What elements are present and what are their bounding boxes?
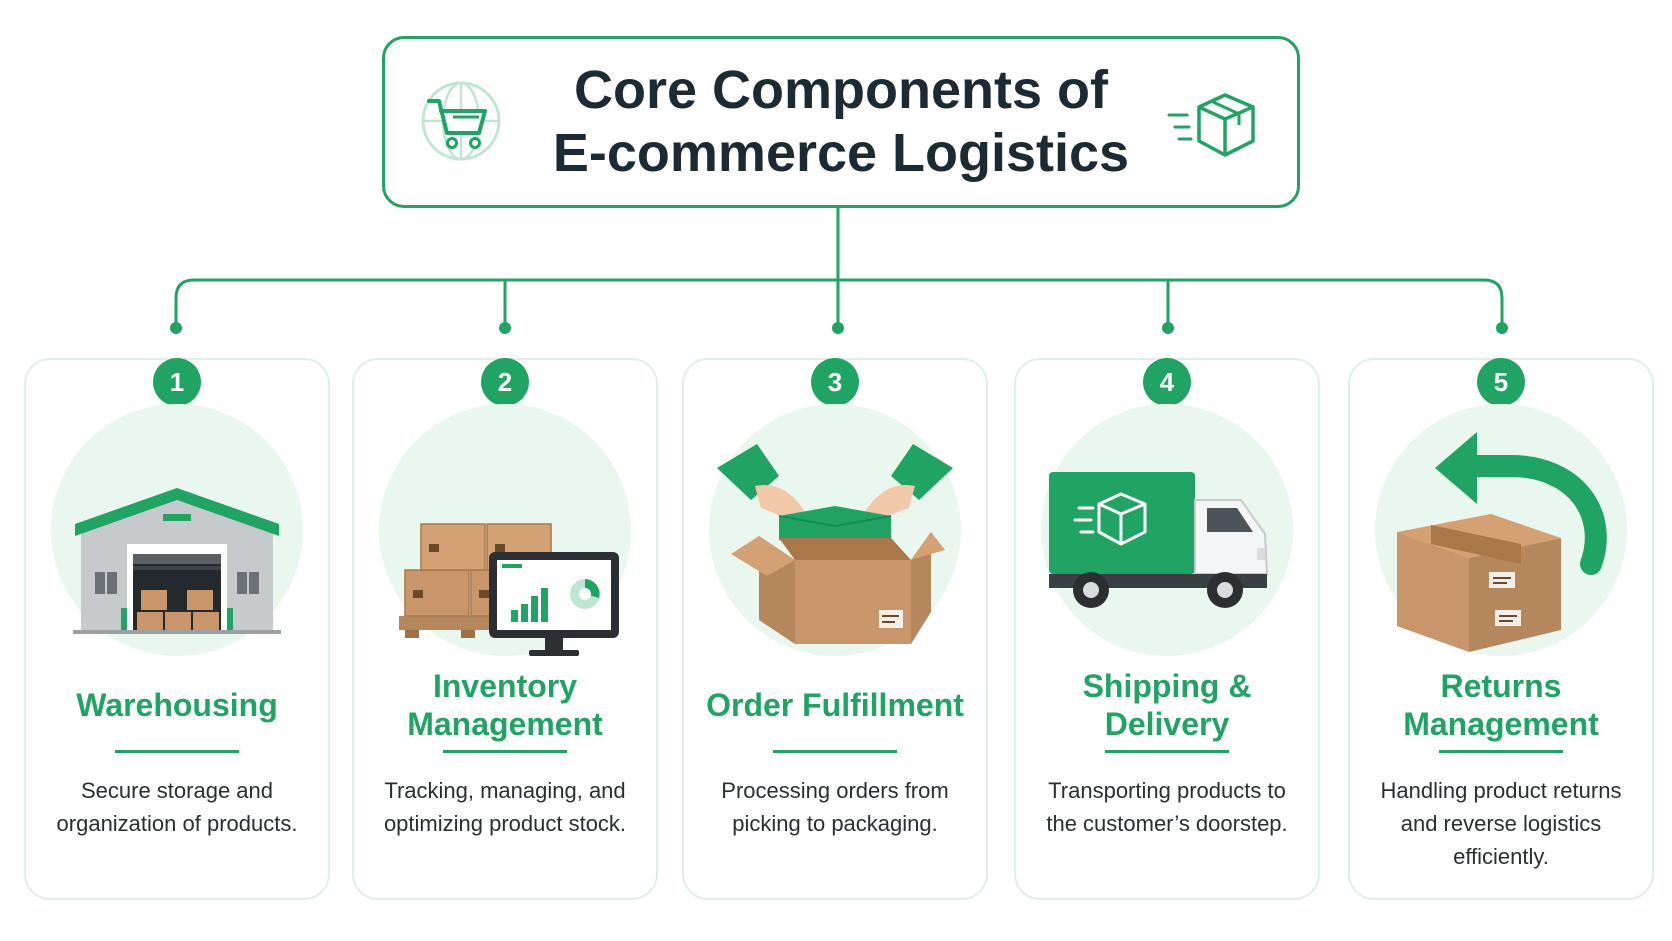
- component-description: Secure storage and organization of produ…: [56, 778, 298, 836]
- title-divider: [773, 750, 897, 753]
- component-card-warehousing: 1 Warehousing Secure storage and organiz…: [24, 358, 330, 900]
- component-title: Warehousing: [76, 687, 278, 723]
- component-description: Handling product returns and reverse log…: [1380, 778, 1622, 869]
- component-title: Order Fulfillment: [706, 687, 964, 723]
- component-title: Inventory Management: [407, 668, 603, 742]
- step-number-badge: 4: [1143, 358, 1191, 406]
- title-box: Core Components of E-commerce Logistics: [382, 36, 1300, 208]
- fast-box-icon: [1167, 93, 1255, 157]
- component-description: Transporting products to the customer’s …: [1046, 778, 1288, 836]
- inventory-monitor-icon: [399, 523, 619, 656]
- component-description: Processing orders from picking to packag…: [721, 778, 949, 836]
- step-number-badge: 1: [153, 358, 201, 406]
- component-title: Returns Management: [1403, 668, 1599, 742]
- return-arrow-box-icon: [1397, 432, 1607, 652]
- title-line-2: E-commerce Logistics: [552, 123, 1130, 183]
- step-number-badge: 5: [1477, 358, 1525, 406]
- globe-cart-icon: [421, 81, 501, 161]
- component-card-shipping-delivery: 4 Shipping & Delivery Transporting produ…: [1014, 358, 1320, 900]
- component-card-inventory-management: 2 Inventory Management Tracking, managin…: [352, 358, 658, 900]
- title-divider: [115, 750, 239, 753]
- warehouse-icon: [73, 488, 281, 634]
- step-number-badge: 3: [811, 358, 859, 406]
- step-number-badge: 2: [481, 358, 529, 406]
- page-title: Core Components of E-commerce Logistics: [505, 59, 1177, 185]
- title-divider: [1105, 750, 1229, 753]
- component-title: Shipping & Delivery: [1082, 668, 1252, 742]
- packing-box-icon: [717, 444, 953, 644]
- title-line-1: Core Components of: [574, 60, 1108, 120]
- title-divider: [1439, 750, 1563, 753]
- component-card-returns-management: 5 Returns Management Handling product re…: [1348, 358, 1654, 900]
- component-description: Tracking, managing, and optimizing produ…: [383, 778, 627, 836]
- component-card-order-fulfillment: 3 Order Fulfillment Processing orders fr…: [682, 358, 988, 900]
- title-divider: [443, 750, 567, 753]
- delivery-truck-icon: [1049, 472, 1269, 608]
